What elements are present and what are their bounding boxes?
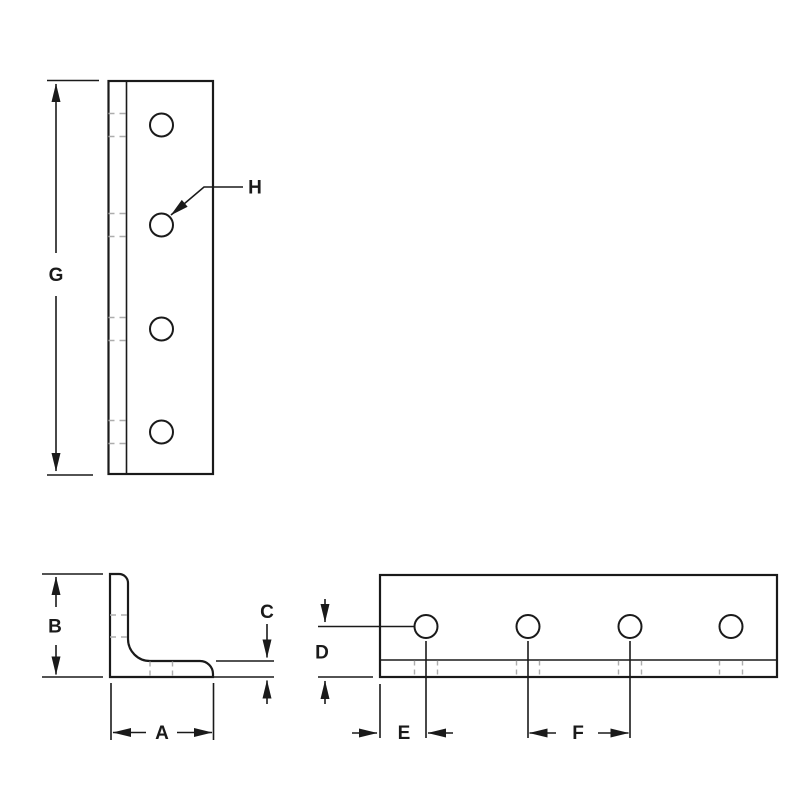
- dimension-A: A: [110, 683, 215, 744]
- leader-line: [170, 186, 243, 216]
- dimension-label-G: G: [49, 265, 64, 286]
- dimension-label-C: C: [260, 602, 274, 623]
- plan-view: D E F: [315, 573, 779, 744]
- plan-view-bend-ticks: [413, 660, 744, 677]
- centerlines: [379, 641, 631, 738]
- part-outline: [107, 79, 215, 476]
- angle-profile-outline: [108, 572, 215, 679]
- side-view: G H: [47, 79, 262, 476]
- dimension-label-A: A: [155, 723, 169, 744]
- dimension-label-B: B: [48, 617, 62, 638]
- profile-view: B A C: [42, 572, 274, 744]
- hole: [718, 614, 744, 639]
- dimension-E: E: [352, 723, 453, 744]
- plan-view-part: [378, 573, 779, 679]
- dimension-B: B: [42, 573, 103, 678]
- hole: [515, 614, 541, 639]
- hole: [149, 212, 174, 238]
- dimension-C: C: [214, 602, 274, 704]
- side-view-bend-ticks: [108, 112, 127, 445]
- dimension-G: G: [47, 79, 99, 476]
- side-view-part: [107, 79, 215, 476]
- hole: [149, 316, 174, 342]
- dimension-F: F: [529, 723, 629, 744]
- callout-label-H: H: [248, 178, 262, 199]
- callout-H: H: [170, 178, 262, 216]
- hole: [617, 614, 643, 639]
- part-outline: [378, 573, 779, 679]
- dimension-D: D: [315, 599, 414, 704]
- hole: [149, 112, 174, 138]
- hole: [413, 614, 439, 639]
- dimension-label-E: E: [398, 723, 411, 744]
- hole: [149, 419, 174, 445]
- dimension-label-D: D: [315, 643, 329, 664]
- profile-bend-ticks: [110, 614, 174, 677]
- dimension-label-F: F: [572, 723, 584, 744]
